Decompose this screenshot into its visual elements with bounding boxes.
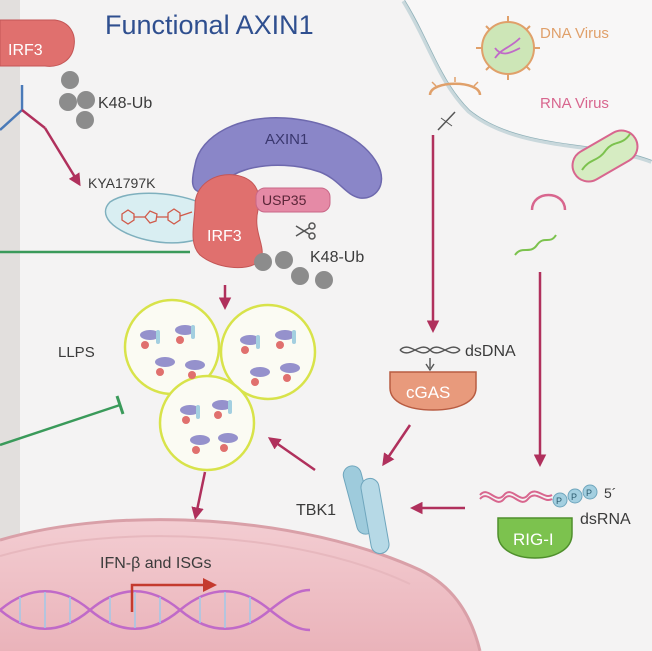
- usp35-label: USP35: [262, 192, 307, 208]
- cgas-label: cGAS: [406, 383, 450, 402]
- dna-virus-icon: [476, 16, 540, 80]
- axin1-label: AXIN1: [265, 131, 308, 148]
- dna-virus-entry: [428, 77, 482, 131]
- extracellular-space: [405, 0, 652, 160]
- k48-ub-chain-top: [59, 71, 95, 129]
- llps-label: LLPS: [58, 344, 95, 361]
- cgas-shape: [389, 371, 477, 411]
- rna-virus-label: RNA Virus: [540, 95, 609, 112]
- dsdna-label: dsDNA: [465, 343, 516, 360]
- arrow-to-kya: [43, 127, 81, 187]
- diagram-title: Functional AXIN1: [105, 10, 314, 40]
- irf3-top-label: IRF3: [8, 42, 43, 59]
- phosphate-label-3: P: [586, 488, 592, 498]
- dsrna-label: dsRNA: [580, 511, 631, 528]
- kya1797k-label: KYA1797K: [88, 175, 156, 191]
- rna-virus-icon: [514, 129, 639, 256]
- dsdna-icon: [399, 346, 461, 372]
- arrow-cgas-to-tbk1: [382, 424, 412, 467]
- five-prime-label: 5´: [604, 485, 616, 501]
- dsrna-icon: [479, 490, 553, 503]
- kya1797k-molecule: [121, 208, 193, 225]
- arrow-llps-to-nucleus: [191, 471, 207, 520]
- degradation-line-magenta: [21, 109, 46, 129]
- k48-ub-chain-mid: [254, 251, 333, 289]
- k48-ub-mid-label: K48-Ub: [310, 249, 364, 266]
- irf3-top-shape: [0, 19, 75, 67]
- nuclear-envelope-inner: [0, 535, 411, 585]
- phosphate-label-1: P: [556, 496, 562, 506]
- nuclear-dna-helix: [0, 588, 311, 632]
- irf3-mid-shape: [192, 174, 263, 269]
- irf3-mid-label: IRF3: [207, 228, 242, 245]
- rigi-shape: [497, 517, 573, 559]
- transcription-start-arrow: [130, 583, 205, 612]
- left-membrane-strip: [0, 0, 20, 651]
- phosphate-label-2: P: [571, 492, 577, 502]
- tbk1-label: TBK1: [296, 502, 336, 519]
- usp35-shape: [255, 187, 331, 213]
- scissors-icon: [295, 222, 316, 240]
- ifn-isgs-label: IFN-β and ISGs: [100, 555, 211, 572]
- tbk1-shape: [342, 465, 390, 555]
- nucleus: [0, 519, 480, 651]
- triphosphate-group: P P P: [552, 484, 598, 508]
- k48-ub-top-label: K48-Ub: [98, 95, 152, 112]
- rigi-label: RIG-I: [513, 530, 554, 549]
- arrow-tbk1-to-llps: [267, 437, 316, 472]
- nuclear-envelope: [0, 518, 482, 651]
- llps-droplets: [123, 298, 317, 472]
- inhibition-line: [0, 403, 121, 447]
- inhibition-bar: [115, 395, 125, 415]
- dna-virus-label: DNA Virus: [540, 25, 609, 42]
- transcription-arrowhead: [203, 578, 217, 592]
